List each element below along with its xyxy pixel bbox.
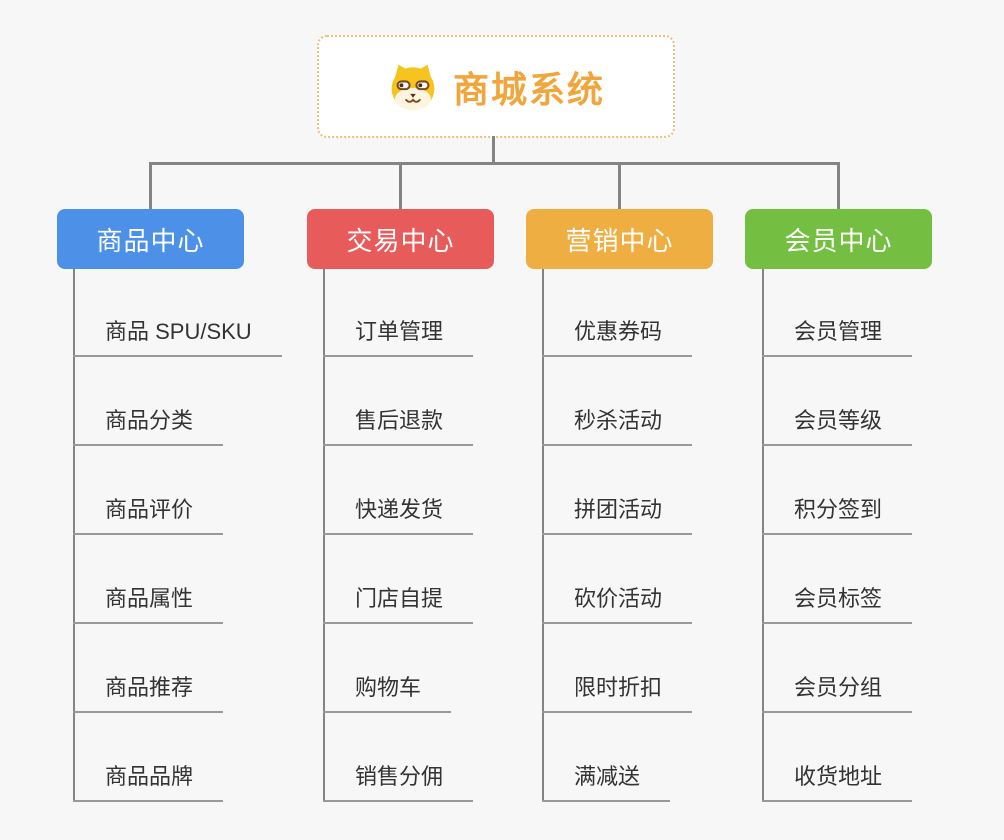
child-node[interactable]: 商品分类 [73, 406, 224, 446]
branch-children-marketing-center: 优惠券码 秒杀活动 拼团活动 砍价活动 限时折扣 满减送 [542, 269, 772, 804]
dog-icon [391, 64, 435, 110]
child-node[interactable]: 拼团活动 [542, 495, 693, 535]
child-node[interactable]: 满减送 [542, 762, 671, 802]
connector-trunk [542, 269, 544, 802]
connector-root-vertical [492, 136, 495, 163]
branch-node-member-center[interactable]: 会员中心 [745, 209, 932, 269]
connector-drop-branch-4 [837, 162, 840, 209]
root-node[interactable]: 商城系统 [317, 35, 675, 138]
connector-trunk [762, 269, 764, 802]
child-node[interactable]: 购物车 [323, 673, 452, 713]
branch-children-member-center: 会员管理 会员等级 积分签到 会员标签 会员分组 收货地址 [762, 269, 992, 804]
branch-children-product-center: 商品 SPU/SKU 商品分类 商品评价 商品属性 商品推荐 商品品牌 [73, 269, 303, 804]
child-node[interactable]: 商品推荐 [73, 673, 224, 713]
branch-node-marketing-center[interactable]: 营销中心 [526, 209, 713, 269]
branch-children-trade-center: 订单管理 售后退款 快递发货 门店自提 购物车 销售分佣 [323, 269, 553, 804]
connector-trunk [73, 269, 75, 802]
child-node[interactable]: 收货地址 [762, 762, 913, 802]
child-node[interactable]: 砍价活动 [542, 584, 693, 624]
child-node[interactable]: 商品品牌 [73, 762, 224, 802]
child-node[interactable]: 会员等级 [762, 406, 913, 446]
branch-node-product-center[interactable]: 商品中心 [57, 209, 244, 269]
connector-horizontal-bus [149, 162, 840, 165]
child-node[interactable]: 售后退款 [323, 406, 474, 446]
child-node[interactable]: 商品 SPU/SKU [73, 317, 282, 357]
child-node[interactable]: 会员分组 [762, 673, 913, 713]
child-node[interactable]: 会员标签 [762, 584, 913, 624]
child-node[interactable]: 订单管理 [323, 317, 474, 357]
child-node[interactable]: 销售分佣 [323, 762, 474, 802]
child-node[interactable]: 快递发货 [323, 495, 474, 535]
connector-trunk [323, 269, 325, 802]
child-node[interactable]: 秒杀活动 [542, 406, 693, 446]
child-node[interactable]: 门店自提 [323, 584, 474, 624]
branch-node-trade-center[interactable]: 交易中心 [307, 209, 494, 269]
child-node[interactable]: 会员管理 [762, 317, 913, 357]
connector-drop-branch-3 [618, 162, 621, 209]
child-node[interactable]: 优惠券码 [542, 317, 693, 357]
connector-drop-branch-2 [399, 162, 402, 209]
child-node[interactable]: 商品评价 [73, 495, 224, 535]
child-node[interactable]: 限时折扣 [542, 673, 693, 713]
connector-drop-branch-1 [149, 162, 152, 209]
child-node[interactable]: 积分签到 [762, 495, 913, 535]
child-node[interactable]: 商品属性 [73, 584, 224, 624]
root-title: 商城系统 [452, 68, 605, 110]
